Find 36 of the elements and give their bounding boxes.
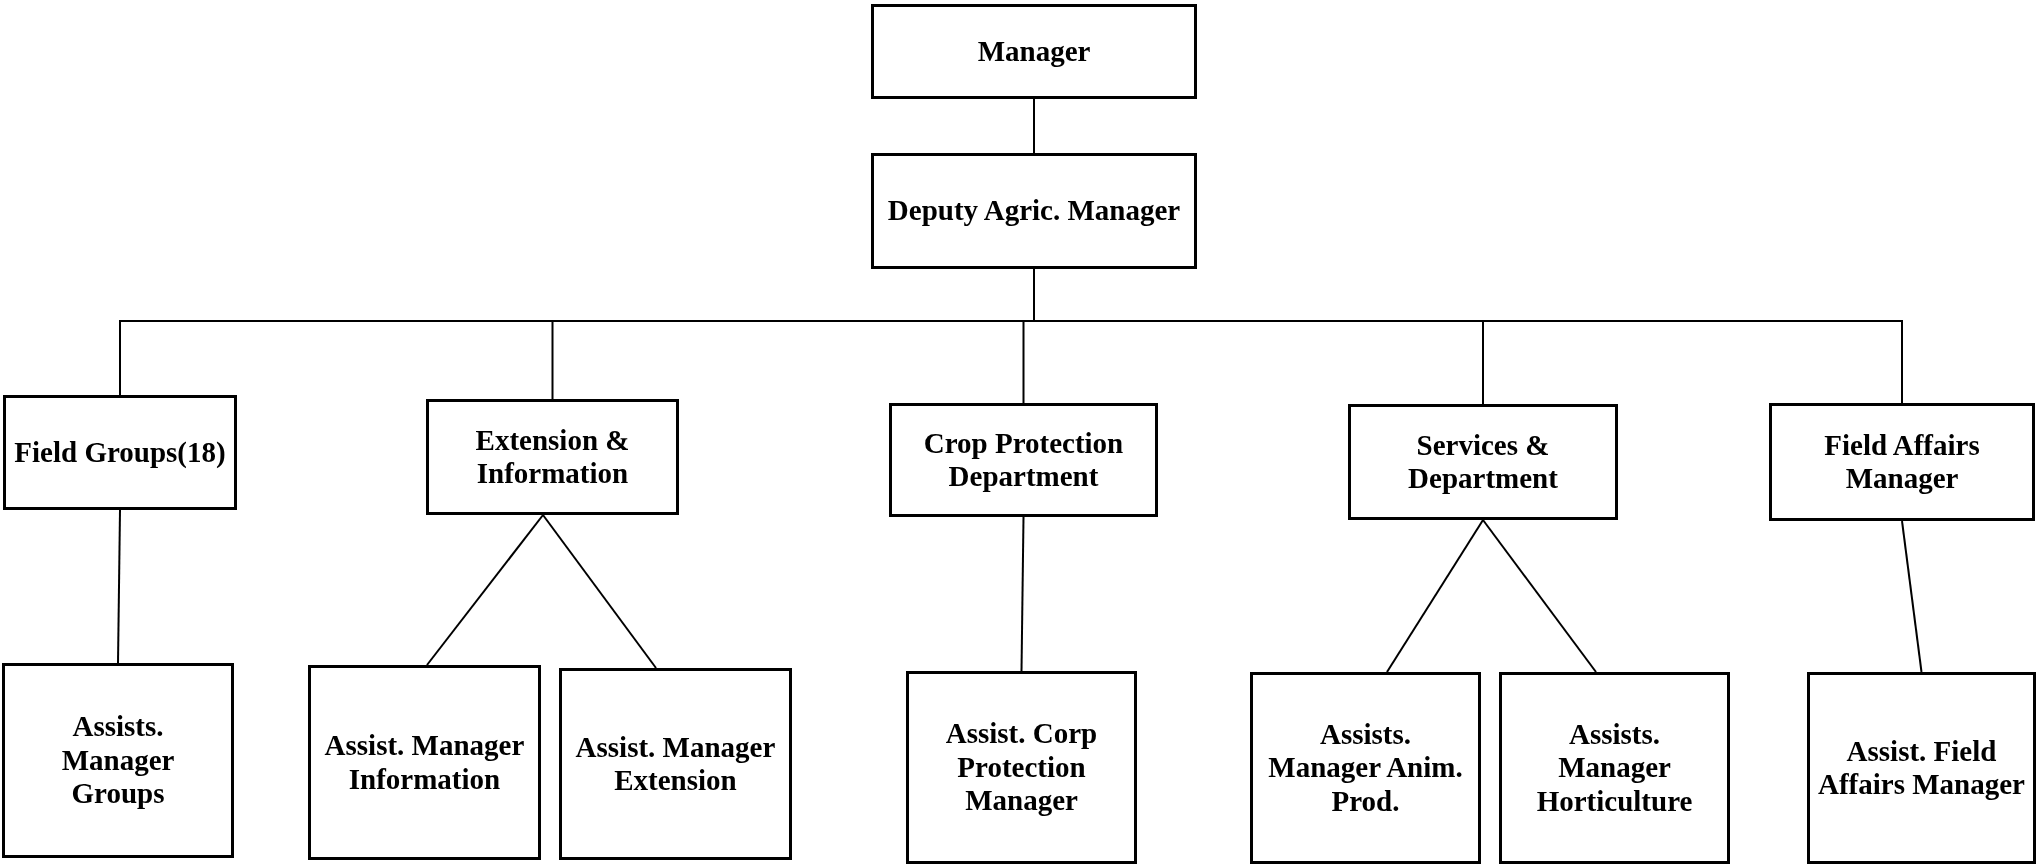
org-box [1499, 672, 1730, 864]
org-box [1348, 404, 1618, 520]
org-box [1250, 672, 1481, 864]
org-box [2, 663, 234, 858]
connector-line [1386, 519, 1484, 673]
org-box [871, 4, 1197, 99]
box-label: Services & Department [1407, 428, 1559, 496]
connector-line [426, 514, 544, 666]
box-label: Field Affairs Manager [1823, 428, 1981, 496]
org-box [1769, 403, 2035, 521]
org-box [559, 668, 792, 860]
connector-line [117, 509, 121, 664]
box-label: Manager [977, 34, 1091, 69]
box-label: Assist. Field Affairs Manager [1818, 734, 2025, 802]
org-box [871, 153, 1197, 269]
org-box [906, 671, 1137, 864]
box-label: Assist. Manager Extension [574, 730, 777, 798]
org-box [1807, 672, 2036, 864]
box-label: Assists. Manager Anim. Prod. [1267, 718, 1464, 818]
connector-line [542, 514, 657, 669]
org-box [889, 403, 1158, 517]
box-label: Crop Protection Department [922, 426, 1125, 494]
box-label: Assist. Manager Information [323, 729, 526, 796]
box-label: Deputy Agric. Manager [887, 194, 1181, 228]
connector-line [1033, 98, 1035, 154]
org-box [3, 395, 237, 510]
connector-line [1901, 520, 1923, 673]
connector-line [1020, 516, 1025, 672]
box-label: Assist. Corp Protection Manager [944, 717, 1099, 818]
org-box [426, 399, 679, 515]
box-label: Field Groups(18) [14, 435, 226, 470]
org-box [308, 665, 541, 860]
box-label: Assists. Manager Horticulture [1535, 718, 1694, 818]
box-label: Extension & Information [474, 423, 631, 491]
connector-line [1482, 519, 1597, 673]
box-label: Assists. Manager Groups [60, 710, 176, 811]
